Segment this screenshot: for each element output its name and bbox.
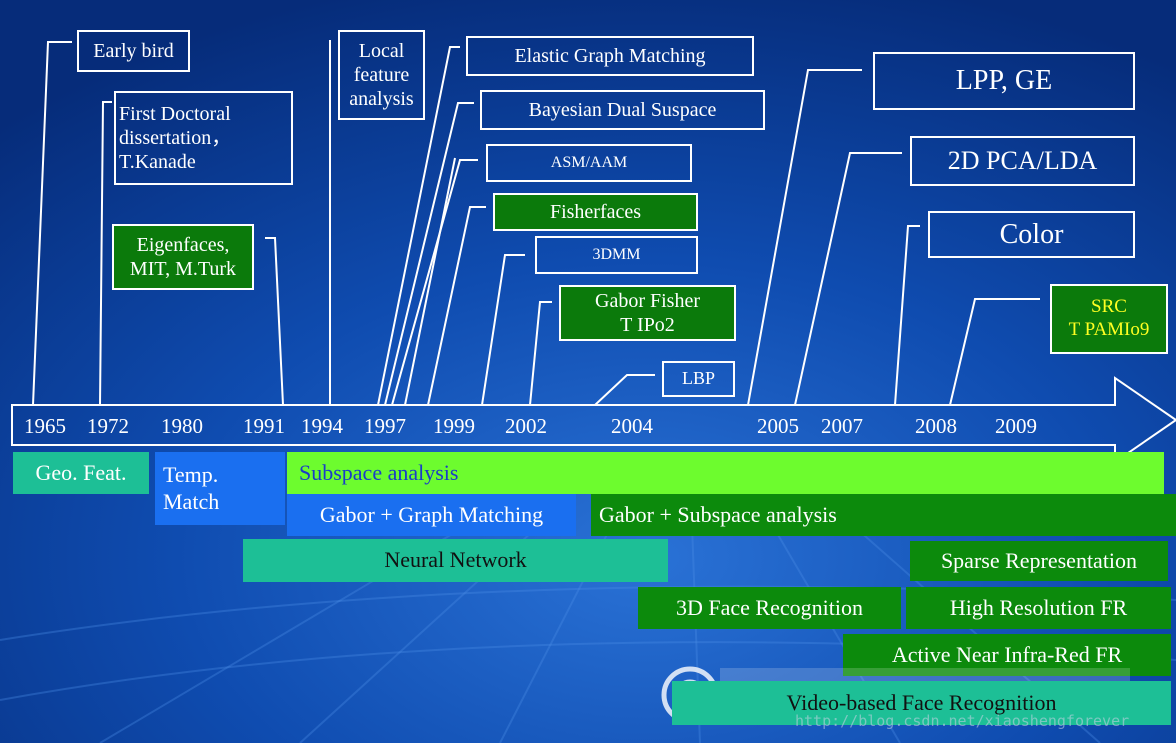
timeline-arrow [11,376,1176,464]
milestone-early-bird: Early bird [77,30,190,72]
bar-sparse-representation: Sparse Representation [910,541,1168,581]
milestone-2d-pca-lda: 2D PCA/LDA [910,136,1135,186]
year-label: 2009 [995,414,1037,438]
year-label: 2004 [611,414,653,438]
bar-high-resolution: High Resolution FR [906,587,1171,629]
milestone-color: Color [928,211,1135,258]
milestone-lbp: LBP [662,361,735,397]
milestone-eigenfaces: Eigenfaces, MIT, M.Turk [112,224,254,290]
bar-3d-face: 3D Face Recognition [638,587,901,629]
milestone-asm-aam: ASM/AAM [486,144,692,182]
year-label: 1999 [433,414,475,438]
bar-video-based: Video-based Face Recognition [672,681,1171,725]
bar-subspace-analysis: Subspace analysis [287,452,1164,494]
year-label: 1994 [301,414,343,438]
milestone-local-feature: Local feature analysis [338,30,425,120]
bar-gabor-graph: Gabor + Graph Matching [287,494,576,536]
bar-near-infrared: Active Near Infra-Red FR [843,634,1171,676]
year-label: 2008 [915,414,957,438]
milestone-bayesian: Bayesian Dual Suspace [480,90,765,130]
milestone-elastic-graph: Elastic Graph Matching [466,36,754,76]
url-watermark: http://blog.csdn.net/xiaoshengforever [795,712,1130,730]
milestone-first-doctoral: First Doctoral dissertation， T.Kanade [114,91,293,185]
milestone-fisherfaces: Fisherfaces [493,193,698,231]
milestone-gabor-fisher: Gabor Fisher T IPo2 [559,285,736,341]
year-label: 1965 [24,414,66,438]
bar-geo-feat: Geo. Feat. [13,452,149,494]
year-label: 2007 [821,414,863,438]
bar-neural-network: Neural Network [243,539,668,582]
year-label: 2002 [505,414,547,438]
year-label: 2005 [757,414,799,438]
year-label: 1972 [87,414,129,438]
year-label: 1997 [364,414,406,438]
bar-gabor-subspace: Gabor + Subspace analysis [591,494,1176,536]
year-label: 1980 [161,414,203,438]
year-label: 1991 [243,414,285,438]
bar-temp-match: Temp. Match [155,452,285,525]
milestone-lpp-ge: LPP, GE [873,52,1135,110]
milestone-3dmm: 3DMM [535,236,698,274]
milestone-src: SRC T PAMIo9 [1050,284,1168,354]
